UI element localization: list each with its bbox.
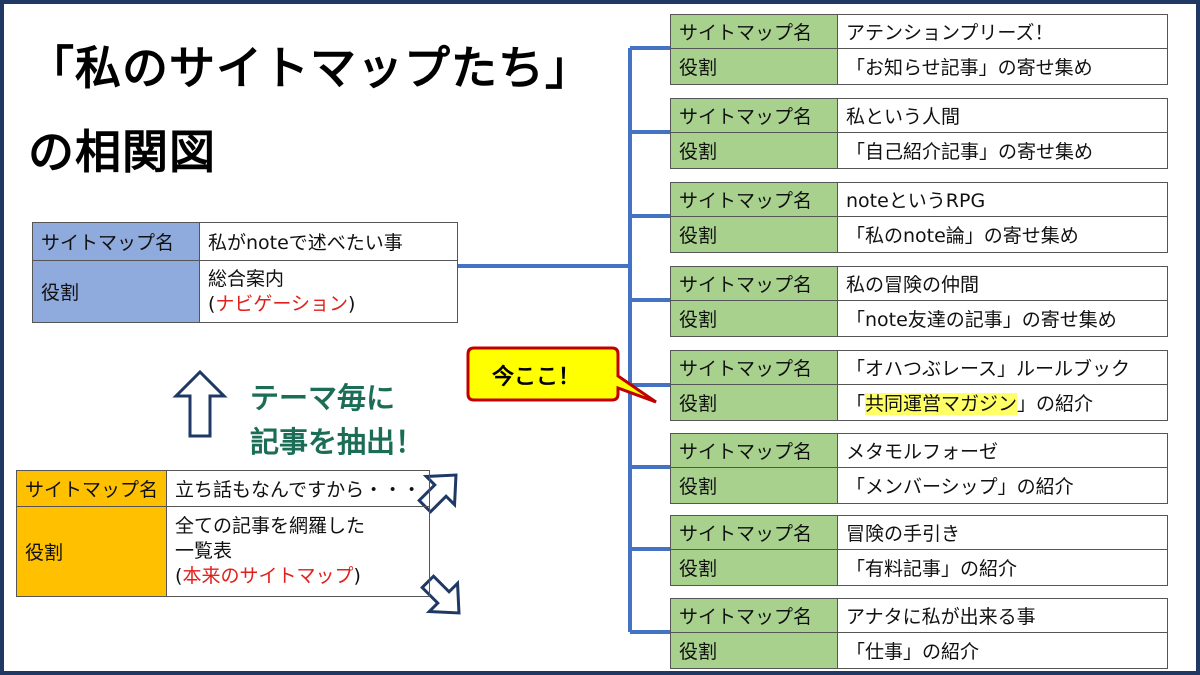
up-arrow-icon	[172, 369, 228, 438]
hub-role-note: ナビゲーション	[215, 292, 349, 315]
index-role-label: 役割	[15, 506, 168, 597]
sitemap-name-label: サイトマップ名	[670, 266, 838, 301]
index-role-line1: 全ての記事を網羅した	[175, 515, 366, 538]
sitemap-role-label: 役割	[670, 216, 838, 253]
sitemap-role-text: 「私のnote論」の寄せ集め	[846, 225, 1079, 247]
sitemap-role-label: 役割	[670, 549, 838, 586]
sitemap-name-label: サイトマップ名	[670, 98, 838, 133]
sitemap-role-label: 役割	[670, 467, 838, 504]
sitemap-role: 「有料記事」の紹介	[837, 549, 1168, 586]
index-role-cell: 全ての記事を網羅した 一覧表 (本来のサイトマップ)	[166, 506, 431, 597]
sitemap-role: 「仕事」の紹介	[837, 632, 1168, 669]
sitemap-card: サイトマップ名アテンションプリーズ！役割「お知らせ記事」の寄せ集め	[670, 14, 1168, 85]
index-name-label: サイトマップ名	[15, 470, 168, 507]
sitemap-role: 「私のnote論」の寄せ集め	[837, 216, 1168, 253]
sitemap-role-text: 「	[846, 393, 866, 415]
hub-role-note-line: (ナビゲーション)	[208, 292, 449, 317]
sitemap-role-text: 「お知らせ記事」の寄せ集め	[846, 57, 1093, 79]
sitemap-name-label: サイトマップ名	[670, 515, 838, 550]
hub-role-cell: 総合案内 (ナビゲーション)	[199, 260, 458, 323]
index-role-line2: 一覧表	[175, 540, 233, 563]
index-role-note-line: (本来のサイトマップ)	[175, 564, 421, 589]
sitemap-card: サイトマップ名私の冒険の仲間役割「note友達の記事」の寄せ集め	[670, 266, 1168, 337]
hub-name-label: サイトマップ名	[32, 222, 200, 261]
sitemap-role-text: 「メンバーシップ」の紹介	[846, 476, 1074, 498]
sitemap-role-label: 役割	[670, 48, 838, 85]
sitemap-name: 冒険の手引き	[837, 515, 1168, 550]
index-role-note: 本来のサイトマップ	[182, 564, 354, 587]
sitemap-name-label: サイトマップ名	[670, 182, 838, 217]
sitemap-name-label: サイトマップ名	[670, 14, 838, 49]
sitemap-name: 私という人間	[837, 98, 1168, 133]
sitemap-name: アテンションプリーズ！	[837, 14, 1168, 49]
sitemap-role-suffix: 」の紹介	[1017, 393, 1094, 415]
index-role-note-open: (	[175, 564, 183, 587]
sitemap-name-label: サイトマップ名	[670, 433, 838, 468]
theme-extract-text: テーマ毎に 記事を抽出！	[250, 376, 424, 464]
sitemap-role: 「note友達の記事」の寄せ集め	[837, 300, 1168, 337]
sitemap-card: サイトマップ名私という人間役割「自己紹介記事」の寄せ集め	[670, 98, 1168, 169]
sitemap-role: 「自己紹介記事」の寄せ集め	[837, 132, 1168, 169]
sitemap-name-label: サイトマップ名	[670, 598, 838, 633]
theme-text-line2: 記事を抽出！	[250, 425, 425, 459]
theme-text-line1: テーマ毎に	[250, 381, 396, 415]
hub-card: サイトマップ名 私がnoteで述べたい事 役割 総合案内 (ナビゲーション)	[32, 222, 458, 323]
sitemap-role: 「共同運営マガジン」の紹介	[837, 384, 1168, 421]
sitemap-role-label: 役割	[670, 384, 838, 421]
hub-role-label: 役割	[32, 260, 200, 323]
sitemap-name: 「オハつぶレース」ルールブック	[837, 350, 1168, 385]
sitemap-role-text: 「note友達の記事」の寄せ集め	[846, 309, 1117, 331]
sitemap-card: サイトマップ名冒険の手引き役割「有料記事」の紹介	[670, 515, 1168, 586]
sitemap-name: アナタに私が出来る事	[837, 598, 1168, 633]
hub-role: 総合案内	[208, 267, 285, 290]
connector-lines	[172, 46, 670, 634]
hub-role-note-open: (	[208, 292, 216, 315]
index-name: 立ち話もなんですから・・・	[166, 470, 431, 507]
sitemap-name: noteというRPG	[837, 182, 1168, 217]
sitemap-role: 「お知らせ記事」の寄せ集め	[837, 48, 1168, 85]
sitemap-name: 私の冒険の仲間	[837, 266, 1168, 301]
sitemap-name: メタモルフォーゼ	[837, 433, 1168, 468]
sitemap-card: サイトマップ名アナタに私が出来る事役割「仕事」の紹介	[670, 598, 1168, 669]
callout-bubble	[466, 346, 657, 404]
index-role-note-close: )	[353, 564, 361, 587]
sitemap-role-label: 役割	[670, 132, 838, 169]
title-line-1: 「私のサイトマップたち」	[28, 41, 592, 95]
hub-name: 私がnoteで述べたい事	[199, 222, 458, 261]
callout-label: 今ここ！	[492, 365, 581, 390]
sitemap-card: サイトマップ名メタモルフォーゼ役割「メンバーシップ」の紹介	[670, 433, 1168, 504]
title-line-2: の相関図	[28, 125, 216, 179]
sitemap-card: サイトマップ名「オハつぶレース」ルールブック役割「共同運営マガジン」の紹介	[670, 350, 1168, 421]
sitemap-role-text: 「仕事」の紹介	[846, 641, 980, 663]
sitemap-role-text: 「有料記事」の紹介	[846, 558, 1018, 580]
sitemap-role: 「メンバーシップ」の紹介	[837, 467, 1168, 504]
sitemap-role-text: 「自己紹介記事」の寄せ集め	[846, 141, 1094, 163]
sitemap-name-label: サイトマップ名	[670, 350, 838, 385]
sitemap-role-highlight: 共同運営マガジン	[865, 393, 1018, 415]
sitemap-role-label: 役割	[670, 300, 838, 337]
index-card: サイトマップ名 立ち話もなんですから・・・ 役割 全ての記事を網羅した 一覧表 …	[15, 470, 431, 597]
slide: 「私のサイトマップたち」 の相関図 サイトマップ名 私がnoteで述べたい事 役…	[4, 4, 1196, 671]
hub-role-note-close: )	[348, 292, 356, 315]
sitemap-role-label: 役割	[670, 632, 838, 669]
